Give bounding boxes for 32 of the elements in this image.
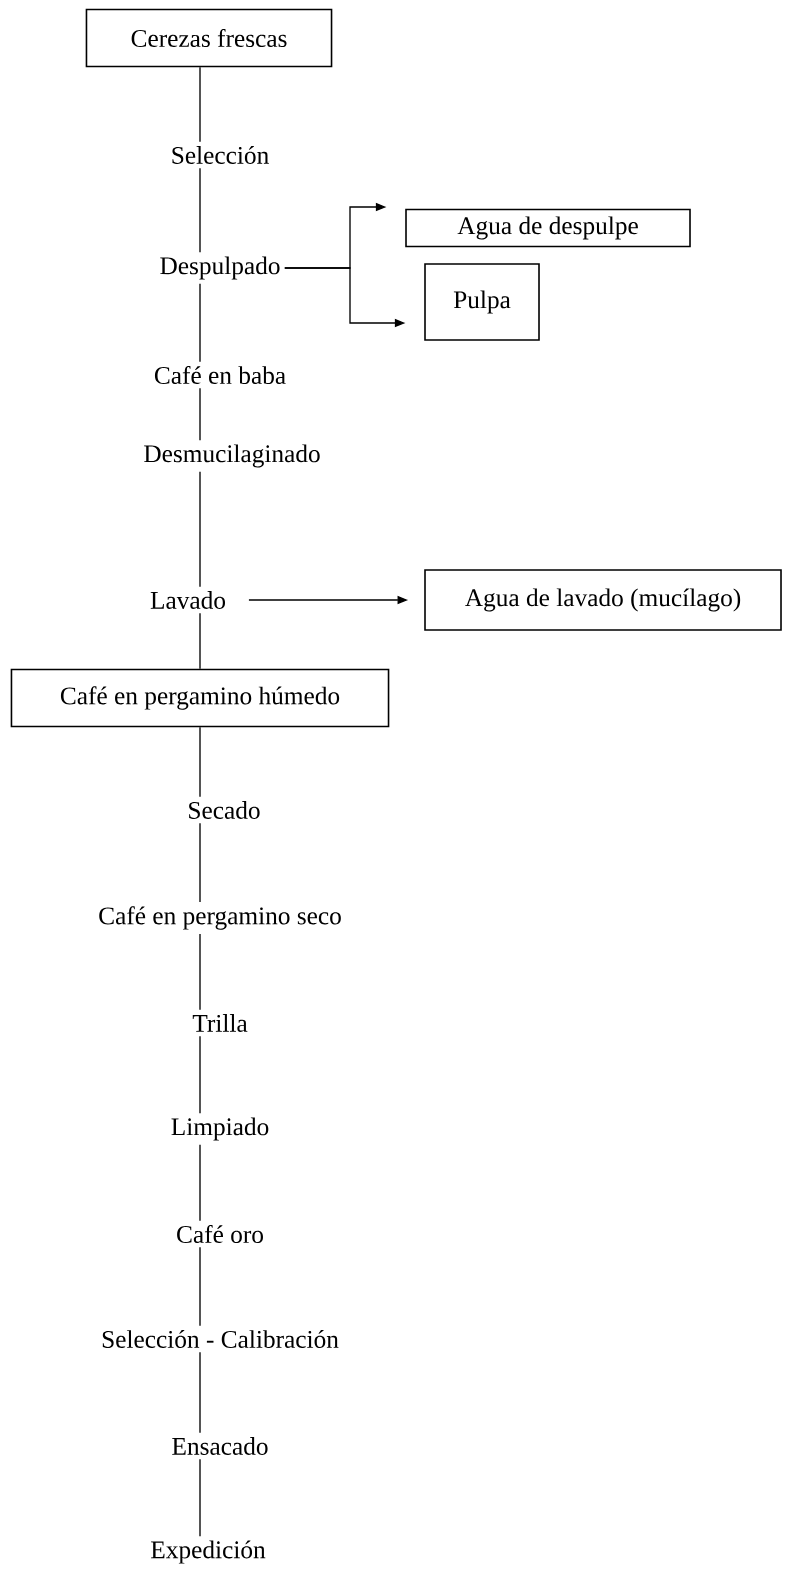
process-step: Expedición <box>151 1540 266 1564</box>
connector-line <box>199 1246 201 1327</box>
process-step: Café oro <box>177 1224 263 1244</box>
connector-line <box>199 822 201 903</box>
process-step: Despulpado <box>160 256 280 280</box>
connector-line <box>199 1035 201 1114</box>
process-step: Lavado <box>150 591 225 609</box>
connector-line <box>199 1351 201 1434</box>
process-step: Café en baba <box>154 365 286 385</box>
process-box: Pulpa <box>424 263 540 341</box>
connector-line <box>199 726 201 798</box>
process-step: Café en pergamino seco <box>99 906 341 930</box>
connector-line <box>199 933 201 1011</box>
connector-line <box>199 387 201 441</box>
connector-line <box>199 471 201 588</box>
process-box: Cerezas frescas <box>85 8 333 68</box>
connector-line <box>199 1458 201 1537</box>
connector-line <box>199 283 201 363</box>
process-box: Agua de lavado (mucílago) <box>424 569 782 631</box>
connector-line <box>199 167 201 253</box>
process-step: Secado <box>189 801 260 819</box>
process-step: Selección - Calibración <box>102 1330 339 1348</box>
process-step: Desmucilaginado <box>144 444 320 468</box>
connector-line <box>199 1144 201 1222</box>
process-box: Agua de despulpe <box>405 208 691 248</box>
connector-line <box>199 66 201 143</box>
process-step: Selección <box>172 146 269 164</box>
process-step: Trilla <box>192 1014 248 1032</box>
process-step: Ensacado <box>172 1437 268 1455</box>
process-box: Café en pergamino húmedo <box>10 668 390 728</box>
process-step: Limpiado <box>171 1117 269 1141</box>
connector-line <box>199 612 201 670</box>
